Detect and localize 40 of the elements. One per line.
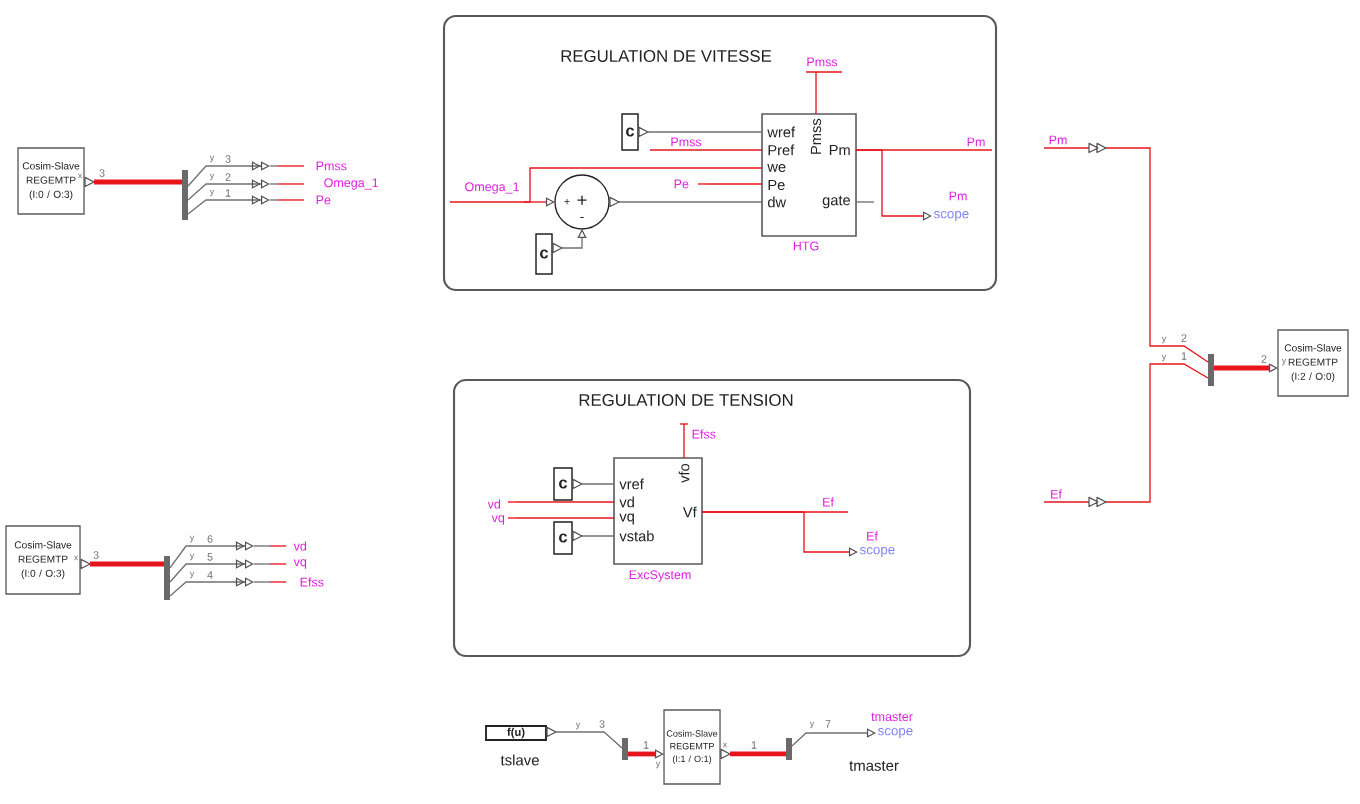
bus-bar xyxy=(786,738,792,760)
signal-line xyxy=(515,517,615,519)
bus-line xyxy=(628,749,664,759)
signal-line xyxy=(523,197,555,207)
bus-bar xyxy=(182,170,188,220)
signal-line xyxy=(169,541,254,569)
constant-block: c xyxy=(553,467,583,501)
signal-line xyxy=(187,161,270,187)
constant-block: c xyxy=(553,521,583,555)
bus-bar xyxy=(1208,354,1214,386)
signal-line xyxy=(1081,363,1209,503)
constant-block: c xyxy=(535,233,563,275)
signal-line xyxy=(855,201,875,203)
signal-line xyxy=(187,179,270,201)
signal-line xyxy=(169,559,254,583)
signal-line xyxy=(169,577,254,597)
signal-line xyxy=(701,511,858,557)
signal-line xyxy=(705,183,763,185)
bus-line xyxy=(730,751,786,757)
signal-line xyxy=(581,535,615,537)
signal-line xyxy=(647,131,763,133)
bus-line xyxy=(90,561,164,567)
signal-line xyxy=(523,167,763,203)
signal-line xyxy=(561,229,587,249)
signal-line xyxy=(618,201,763,203)
signal-line xyxy=(515,501,615,503)
signal-line xyxy=(815,71,817,115)
signal-line xyxy=(855,149,932,221)
signal-line xyxy=(187,195,270,215)
bus-line xyxy=(1214,363,1278,373)
bus-bar xyxy=(622,738,628,760)
signal-line xyxy=(581,483,615,485)
signal-line xyxy=(555,731,623,749)
constant-block: c xyxy=(621,113,649,151)
bus-line xyxy=(94,179,182,185)
signal-line xyxy=(705,149,763,151)
signal-line xyxy=(1081,147,1209,363)
bus-bar xyxy=(164,556,170,600)
signal-line xyxy=(791,728,876,747)
signal-line xyxy=(683,423,685,459)
